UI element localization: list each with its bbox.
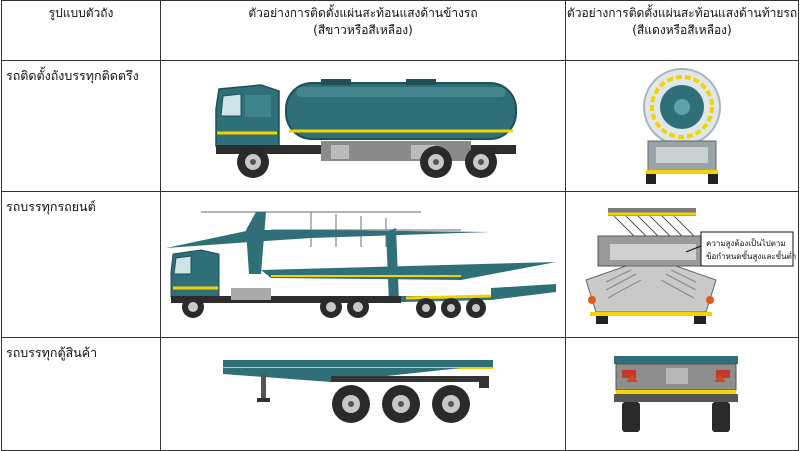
tanker-side-cell xyxy=(160,60,566,192)
tanker-rear-cell xyxy=(565,60,799,192)
header-side-line2: (สีขาวหรือสีเหลือง) xyxy=(313,23,413,37)
header-body-type-text: รูปแบบตัวถัง xyxy=(48,6,114,20)
header-body-type: รูปแบบตัวถัง xyxy=(1,0,161,61)
car-carrier-rear-cell: ความสูงต้องเป็นไปตาม ข้อกำหนดขั้นสูงและข… xyxy=(565,191,799,338)
car-carrier-side-cell xyxy=(160,191,566,338)
rear-note-line2: ข้อกำหนดขั้นสูงและขั้นต่ำ xyxy=(706,250,796,262)
header-row: รูปแบบตัวถัง ตัวอย่างการติดตั้งแผ่นสะท้อ… xyxy=(1,0,799,61)
row-label-cargo-trailer: รถบรรทุกตู้สินค้า xyxy=(1,337,161,451)
row-label-car-carrier: รถบรรทุกรถยนต์ xyxy=(1,191,161,338)
table-row: รถบรรทุกรถยนต์ xyxy=(1,191,799,338)
table-row: รถติดตั้งถังบรรทุกติดตรึง xyxy=(1,60,799,192)
car-carrier-rear-image: ความสูงต้องเป็นไปตาม ข้อกำหนดขั้นสูงและข… xyxy=(585,208,796,324)
tanker-truck-side-image xyxy=(215,79,517,178)
flatbed-side-cell xyxy=(160,337,566,451)
tanker-truck-rear-image xyxy=(643,68,721,184)
header-side-example: ตัวอย่างการติดตั้งแผ่นสะท้อนแสงด้านข้างร… xyxy=(160,0,566,61)
flatbed-rear-cell xyxy=(565,337,799,451)
header-rear-example: ตัวอย่างการติดตั้งแผ่นสะท้อนแสงด้านท้ายร… xyxy=(565,0,799,61)
flatbed-trailer-rear-image xyxy=(614,356,738,432)
car-carrier-side-image xyxy=(166,211,556,318)
table-row: รถบรรทุกตู้สินค้า xyxy=(1,337,799,451)
rear-note-line1: ความสูงต้องเป็นไปตาม xyxy=(706,238,786,249)
header-rear-line1: ตัวอย่างการติดตั้งแผ่นสะท้อนแสงด้านท้ายร… xyxy=(566,6,798,20)
header-rear-line2: (สีแดงหรือสีเหลือง) xyxy=(632,23,732,37)
flatbed-trailer-side-image xyxy=(223,360,493,423)
header-side-line1: ตัวอย่างการติดตั้งแผ่นสะท้อนแสงด้านข้างร… xyxy=(248,6,478,20)
row-label-tanker: รถติดตั้งถังบรรทุกติดตรึง xyxy=(1,60,161,192)
